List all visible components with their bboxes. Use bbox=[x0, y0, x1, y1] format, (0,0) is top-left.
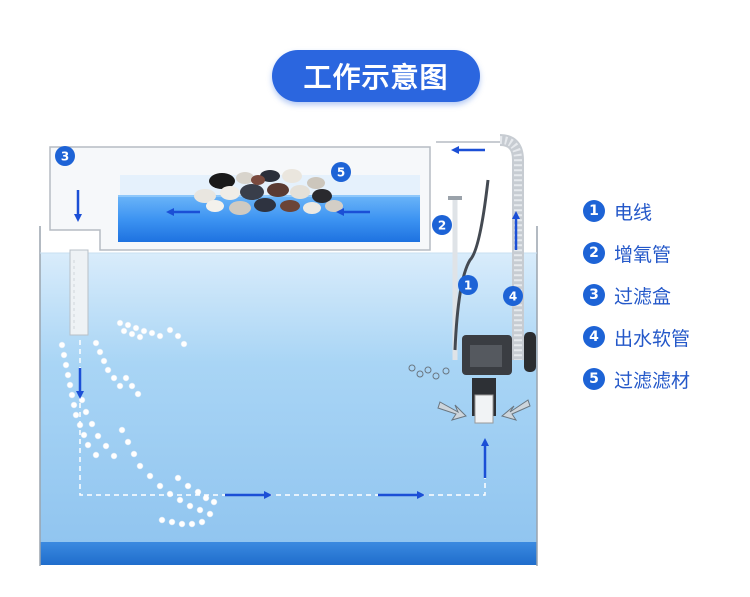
svg-text:1: 1 bbox=[464, 279, 472, 293]
legend-item-filter-media: 5 过滤滤材 bbox=[583, 366, 690, 392]
intake-arrows bbox=[437, 399, 531, 421]
legend-number: 2 bbox=[583, 242, 605, 264]
legend-label: 过滤滤材 bbox=[614, 369, 691, 392]
svg-text:5: 5 bbox=[337, 166, 345, 180]
legend-item-air-tube: 2 增氧管 bbox=[583, 240, 671, 266]
marker-4: 4 bbox=[503, 286, 523, 306]
flow-path bbox=[76, 340, 489, 499]
legend-label: 过滤盒 bbox=[614, 285, 672, 308]
air-tube-and-cord bbox=[448, 179, 490, 360]
marker-1: 1 bbox=[458, 275, 478, 295]
legend-number: 1 bbox=[583, 200, 605, 222]
marker-3: 3 bbox=[55, 146, 75, 166]
aquarium-tank bbox=[39, 226, 538, 566]
svg-text:3: 3 bbox=[61, 150, 69, 164]
legend-item-power-cord: 1 电线 bbox=[583, 198, 652, 224]
legend-label: 出水软管 bbox=[614, 327, 691, 350]
filter-box bbox=[49, 141, 505, 251]
outlet-hose bbox=[499, 134, 524, 360]
marker-5: 5 bbox=[331, 162, 351, 182]
diagram-title: 工作示意图 bbox=[303, 61, 449, 94]
tank-bottom bbox=[40, 542, 537, 565]
filter-media-stones bbox=[194, 169, 343, 215]
legend-number: 5 bbox=[583, 368, 605, 390]
svg-text:4: 4 bbox=[509, 290, 517, 304]
svg-text:2: 2 bbox=[438, 219, 446, 233]
legend-label: 增氧管 bbox=[614, 243, 672, 266]
legend-number: 4 bbox=[583, 326, 605, 348]
air-bubbles bbox=[408, 364, 450, 380]
water-pump bbox=[462, 332, 536, 424]
legend-number: 3 bbox=[583, 284, 605, 306]
legend-item-outlet-hose: 4 出水软管 bbox=[583, 324, 690, 350]
particle-flow bbox=[58, 319, 218, 528]
drain-pipe bbox=[69, 249, 89, 336]
legend-label: 电线 bbox=[614, 201, 653, 224]
legend-item-filter-box: 3 过滤盒 bbox=[583, 282, 671, 308]
title-banner: 工作示意图 bbox=[272, 50, 480, 102]
marker-2: 2 bbox=[432, 215, 452, 235]
